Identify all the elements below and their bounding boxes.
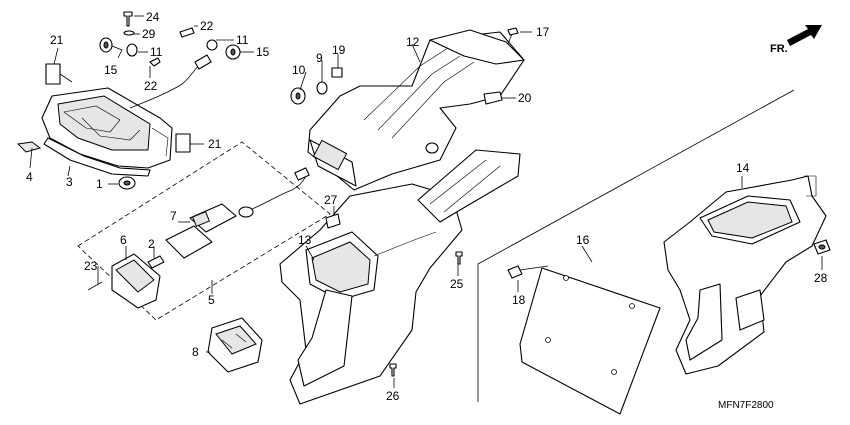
callout-22: 22 [200,19,214,33]
callout-9: 9 [316,51,323,65]
callout-3: 3 [66,175,73,189]
callout-17: 17 [536,25,550,39]
callout-22: 22 [144,79,158,93]
rear-cover [290,27,525,191]
license-light-group [77,141,331,321]
callout-19: 19 [332,43,346,57]
callout-29: 29 [142,27,156,41]
callout-26: 26 [386,389,400,403]
callout-6: 6 [120,233,127,247]
fender-with-plate-bracket [663,175,831,375]
section-divider [477,89,795,402]
callout-14: 14 [736,161,750,175]
callout-2: 2 [148,237,155,251]
hardware-top-left [99,11,241,67]
callout-24: 24 [146,10,160,24]
front-direction-arrow: FR. [770,25,822,55]
diagram-code: MFN7F2800 [718,400,774,411]
callout-25: 25 [450,277,464,291]
callout-labels: 24 22 11 15 29 21 11 15 22 9 19 10 12 17… [26,10,828,403]
callout-18: 18 [512,293,526,307]
callout-11: 11 [150,45,163,59]
callout-8: 8 [192,345,199,359]
callout-4: 4 [26,170,33,184]
leader-lines [29,15,823,388]
callout-27: 27 [324,193,338,207]
callout-1: 1 [96,177,103,191]
callout-15: 15 [104,63,118,77]
tail-light-assembly [16,54,212,190]
callout-10: 10 [292,63,306,77]
callout-20: 20 [518,91,532,105]
callout-16: 16 [576,233,590,247]
rear-fender [279,149,521,405]
callout-13: 13 [298,233,312,247]
callout-5: 5 [208,293,215,307]
callout-28: 28 [814,271,828,285]
front-direction-label: FR. [770,43,788,55]
callout-15: 15 [256,45,270,59]
license-plate [507,265,661,415]
callout-11: 11 [236,33,249,47]
reflector [207,317,263,373]
callout-12: 12 [406,35,420,49]
callout-21: 21 [50,33,64,47]
callout-23: 23 [84,259,98,273]
callout-7: 7 [170,209,177,223]
callout-21: 21 [208,137,222,151]
